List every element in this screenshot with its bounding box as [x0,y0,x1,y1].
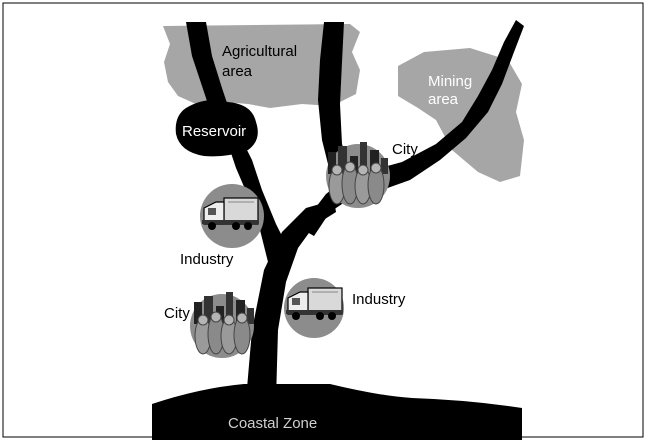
agricultural-area-label-line2: area [222,63,253,80]
reservoir-label: Reservoir [182,123,246,140]
industry-label-left: Industry [180,251,234,268]
mining-area-label: Mining [428,73,472,90]
city-label-lower: City [164,305,190,322]
mining-area-label-line2: area [428,91,459,108]
coastal-zone-region [152,384,522,440]
city-label-upper: City [392,141,418,158]
industry-label-right: Industry [352,291,406,308]
reservoir-shape [175,100,258,157]
agricultural-area-label: Agricultural [222,43,297,60]
coastal-zone-label: Coastal Zone [228,415,317,432]
